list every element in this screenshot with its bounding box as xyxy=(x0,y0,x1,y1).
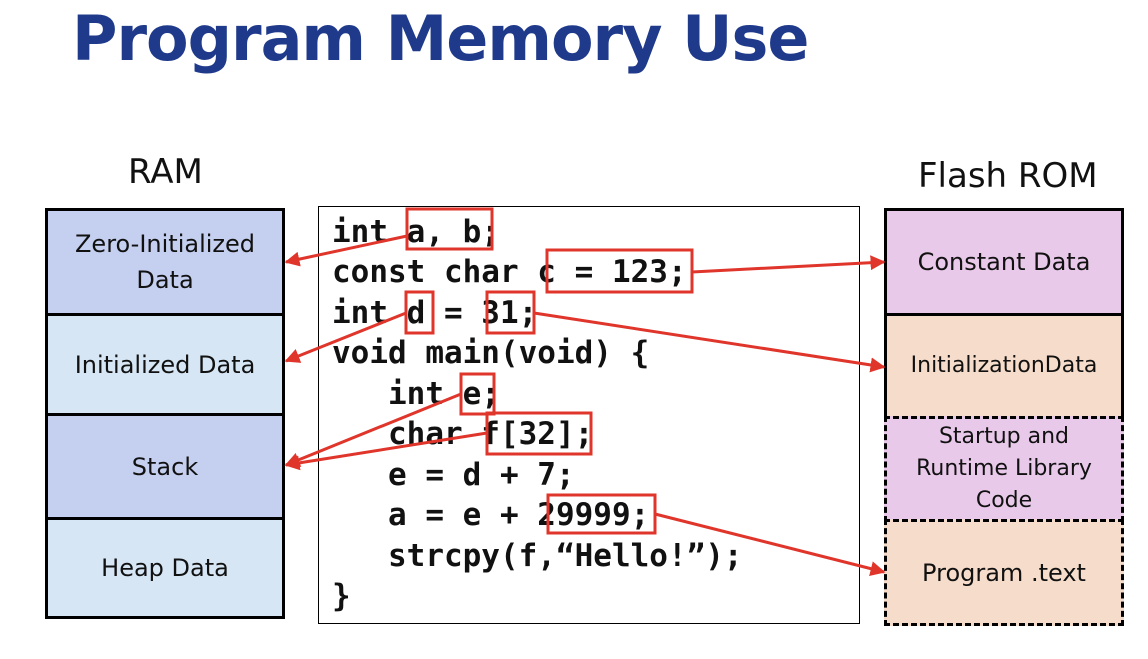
arrow-c-to-constant-data xyxy=(691,255,886,274)
highlight-29999 xyxy=(546,493,657,535)
highlight-e xyxy=(459,372,496,416)
highlight-c-123 xyxy=(545,248,694,294)
arrow-31-to-initialization-data xyxy=(533,311,886,373)
rom-startup-runtime-library-code-label: Startup and Runtime Library Code xyxy=(916,424,1092,513)
rom-constant-data-label: Constant Data xyxy=(917,248,1091,276)
ram-heap-data-label: Heap Data xyxy=(101,554,229,582)
rom-program-text-label: Program .text xyxy=(922,558,1086,587)
rom-initialization-data: InitializationData xyxy=(884,313,1124,419)
ram-heap-data: Heap Data xyxy=(45,517,285,619)
highlight-d xyxy=(404,290,435,335)
code-line-10: } xyxy=(332,578,351,614)
rom-initialization-data-label: InitializationData xyxy=(910,353,1098,378)
arrow-f-to-stack xyxy=(284,431,488,471)
arrow-d-to-initialized-data xyxy=(284,311,407,363)
arrow-29999-to-program-text xyxy=(654,512,886,576)
code-line-6: char f[32]; xyxy=(332,416,594,452)
code-line-3: int d = 31; xyxy=(332,295,538,331)
flash-rom-label: Flash ROM xyxy=(918,156,1098,196)
page-title: Program Memory Use xyxy=(72,2,809,75)
code-line-2: const char c = 123; xyxy=(332,254,687,290)
code-line-7: e = d + 7; xyxy=(332,457,575,493)
highlight-f32 xyxy=(485,411,593,456)
code-line-9: strcpy(f,“Hello!”); xyxy=(332,538,743,574)
arrow-ab-to-zero-initialized xyxy=(284,234,408,267)
highlight-31 xyxy=(485,290,536,335)
ram-label: RAM xyxy=(128,152,203,192)
arrow-e-to-stack xyxy=(284,392,462,467)
highlight-a-b xyxy=(405,207,494,251)
code-line-4: void main(void) { xyxy=(332,335,650,371)
code-line-1: int a, b; xyxy=(332,214,500,250)
ram-zero-initialized-data-label: Zero-Initialized Data xyxy=(74,230,255,294)
ram-stack-label: Stack xyxy=(131,452,199,481)
rom-program-text: Program .text xyxy=(884,519,1124,626)
ram-initialized-data-label: Initialized Data xyxy=(74,350,256,379)
code-line-8: a = e + 29999; xyxy=(332,497,650,533)
